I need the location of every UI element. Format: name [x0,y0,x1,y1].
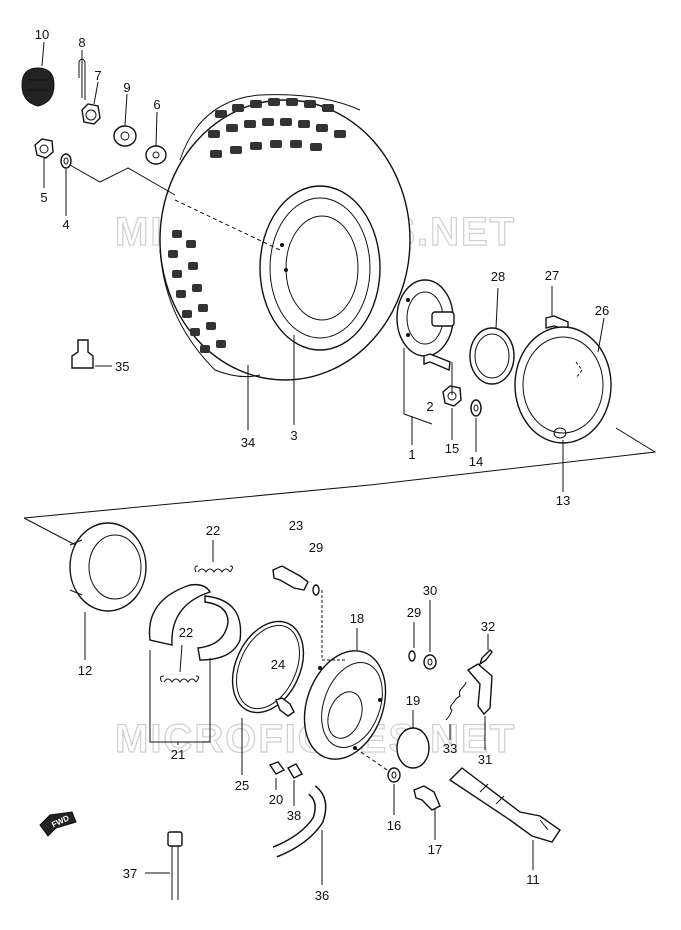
callout-31[interactable]: 31 [478,752,492,767]
callout-38[interactable]: 38 [287,808,301,823]
callout-18[interactable]: 18 [350,611,364,626]
callout-23[interactable]: 23 [289,518,303,533]
callout-numbers: 10 8 7 9 6 5 4 35 34 3 1 2 15 14 28 27 2… [35,27,609,903]
washer-6[interactable] [145,145,167,165]
washer-14[interactable] [470,399,482,417]
breather-hose[interactable] [272,785,327,858]
bolt-23[interactable] [272,565,309,591]
cable-tie[interactable] [167,831,183,900]
callout-34[interactable]: 34 [241,435,255,450]
callout-13[interactable]: 13 [556,493,570,508]
callout-28[interactable]: 28 [491,269,505,284]
callout-1[interactable]: 1 [408,447,415,462]
callout-27[interactable]: 27 [545,268,559,283]
bolt-2[interactable] [423,353,451,372]
callout-6[interactable]: 6 [153,97,160,112]
brake-panel[interactable] [290,639,400,770]
o-ring-28[interactable] [469,327,515,385]
screw-24[interactable] [275,697,295,717]
spring-22-upper[interactable] [194,565,233,573]
wheel-rim[interactable] [259,185,381,351]
callout-37[interactable]: 37 [123,866,137,881]
wheel-hub[interactable] [396,279,455,357]
callout-3[interactable]: 3 [290,428,297,443]
clip-38[interactable] [287,763,303,779]
o-ring-29-right[interactable] [408,650,416,662]
callout-9[interactable]: 9 [123,80,130,95]
callout-16[interactable]: 16 [387,818,401,833]
washer-9[interactable] [113,125,137,147]
o-ring-29-top[interactable] [312,584,320,596]
seal-19[interactable] [396,727,430,769]
callout-36[interactable]: 36 [315,888,329,903]
nut-5[interactable] [34,138,54,159]
callout-2[interactable]: 2 [426,399,433,414]
callout-22-lower[interactable]: 22 [179,625,193,640]
callout-11[interactable]: 11 [526,872,540,887]
brake-arm[interactable] [466,663,493,716]
callout-8[interactable]: 8 [78,35,85,50]
callout-10[interactable]: 10 [35,27,49,42]
brake-shoes[interactable] [148,583,242,661]
washer-4[interactable] [60,153,72,169]
callout-24[interactable]: 24 [271,657,285,672]
fwd-arrow: FWD [39,811,77,837]
spring-22-lower[interactable] [159,675,199,683]
callout-4[interactable]: 4 [62,217,69,232]
callout-14[interactable]: 14 [469,454,483,469]
brake-cam-shaft[interactable] [448,767,561,843]
castle-nut[interactable] [81,103,101,125]
callout-12[interactable]: 12 [78,663,92,678]
washer-16[interactable] [387,767,401,783]
callout-29-top[interactable]: 29 [309,540,323,555]
callout-20[interactable]: 20 [269,792,283,807]
hub-cap[interactable] [21,67,55,107]
o-ring-25[interactable] [219,610,318,724]
cotter-pin[interactable] [78,58,86,100]
nut-15[interactable] [442,385,462,407]
washer-30[interactable] [423,654,437,670]
callout-32[interactable]: 32 [481,619,495,634]
callout-21[interactable]: 21 [171,747,185,762]
callout-5[interactable]: 5 [40,190,47,205]
valve-stem[interactable] [71,339,94,369]
callout-29-right[interactable]: 29 [407,605,421,620]
callout-33[interactable]: 33 [443,741,457,756]
brake-drum-cover[interactable] [514,326,612,444]
callout-25[interactable]: 25 [235,778,249,793]
bolt-32[interactable] [478,649,493,666]
brake-drum[interactable] [69,522,147,612]
callout-35[interactable]: 35 [115,359,129,374]
callout-30[interactable]: 30 [423,583,437,598]
bolt-17[interactable] [413,785,441,811]
callout-19[interactable]: 19 [406,693,420,708]
bolt-20[interactable] [268,761,286,775]
callout-26[interactable]: 26 [595,303,609,318]
spring-33[interactable] [445,681,467,721]
callout-17[interactable]: 17 [428,842,442,857]
callout-15[interactable]: 15 [445,441,459,456]
callout-7[interactable]: 7 [94,68,101,83]
callout-22-upper[interactable]: 22 [206,523,220,538]
